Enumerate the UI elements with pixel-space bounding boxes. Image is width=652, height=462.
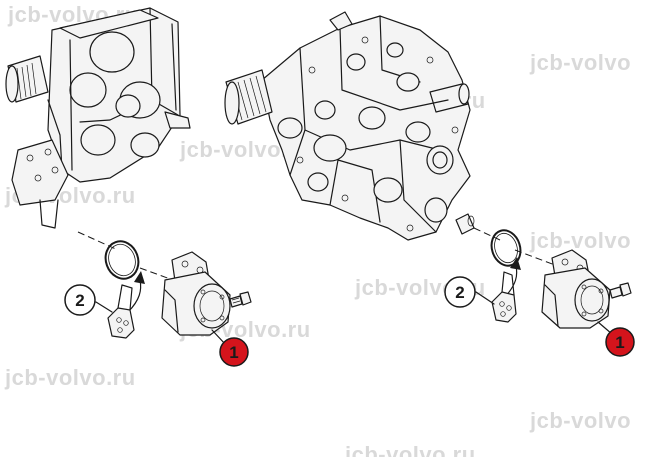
assembly-axis-right [473,227,501,241]
solenoid-part-1-left [161,251,252,346]
callout-part-2-right: 2 [444,276,495,308]
watermark: jcb-volvo.ru [4,365,136,390]
assembly-axis-left [77,231,119,251]
callout-label: 2 [75,291,84,310]
transmission-housing-left [5,7,191,229]
o-ring-left [104,240,140,280]
watermark: jcb-volvo [529,228,631,253]
callout-part-1-right: 1 [605,327,635,357]
callout-label: 1 [615,333,624,352]
solenoid-part-1-right [541,249,632,335]
assembly-arrow-left [127,271,145,313]
bracket-part-2-left [107,284,135,339]
bracket-part-2-right [491,271,517,323]
watermark: jcb-volvo.ru [344,442,476,457]
callout-label: 1 [229,343,238,362]
control-valve-assembly-right [224,11,475,241]
o-ring-right [490,229,522,267]
callout-part-1-left: 1 [219,337,249,367]
callout-label: 2 [455,283,464,302]
callout-part-2-left: 2 [64,284,113,316]
watermark: jcb-volvo [529,50,631,75]
watermark: jcb-volvo [529,408,631,433]
